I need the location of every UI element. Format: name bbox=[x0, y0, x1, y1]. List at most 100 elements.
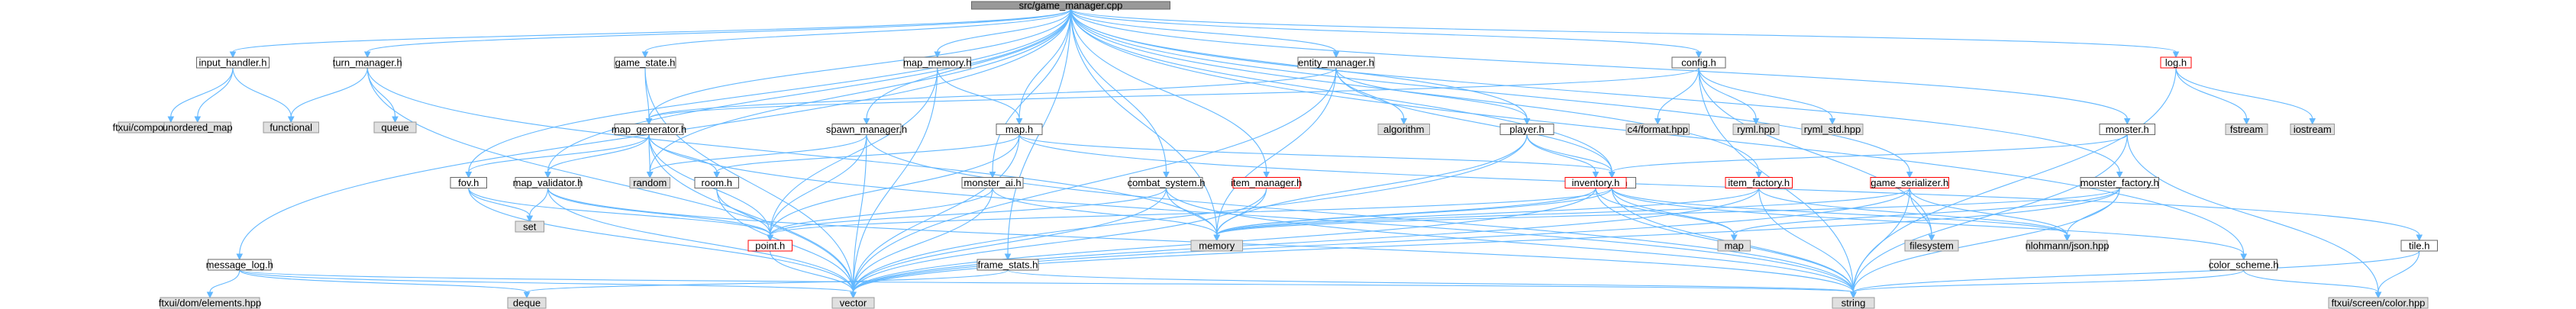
edge-mfac-to-map bbox=[1730, 188, 2120, 242]
node-box bbox=[976, 259, 1039, 271]
edge-mv-to-set bbox=[526, 188, 549, 223]
edge-line bbox=[649, 134, 867, 172]
node-box bbox=[1717, 240, 1751, 252]
node-box bbox=[971, 1, 1170, 10]
node-tm[interactable]: turn_manager.h bbox=[333, 56, 402, 69]
edge-line bbox=[1335, 67, 1528, 119]
arrowhead bbox=[526, 215, 534, 223]
edge-line bbox=[526, 269, 1009, 293]
edge-cfg-to-mg bbox=[645, 67, 1700, 125]
node-umap: unordered_map bbox=[163, 121, 233, 134]
arrowhead bbox=[1592, 172, 1600, 179]
node-monster[interactable]: monster.h bbox=[2099, 124, 2155, 135]
node-label: monster_ai.h bbox=[964, 177, 1021, 188]
edge-line bbox=[239, 269, 1855, 293]
node-box bbox=[2328, 297, 2429, 309]
node-box bbox=[515, 177, 581, 188]
edge-line bbox=[644, 67, 854, 293]
node-tile[interactable]: tile.h bbox=[2400, 240, 2438, 252]
edge-line bbox=[468, 134, 650, 172]
node-gm[interactable]: src/game_manager.cpp bbox=[971, 0, 1170, 11]
node-box bbox=[1377, 124, 1430, 135]
node-box bbox=[1732, 124, 1780, 135]
node-fov[interactable]: fov.h bbox=[450, 177, 487, 188]
edge-line bbox=[770, 188, 1167, 236]
node-label: game_state.h bbox=[615, 57, 676, 69]
edge-line bbox=[1611, 188, 2245, 255]
node-mm[interactable]: map_memory.h bbox=[903, 56, 971, 69]
node-label: vector bbox=[840, 298, 867, 309]
node-player[interactable]: player.h bbox=[1499, 124, 1554, 135]
node-cfg[interactable]: config.h bbox=[1671, 56, 1726, 69]
node-mai[interactable]: monster_ai.h bbox=[961, 177, 1024, 188]
edge-line bbox=[366, 67, 1218, 236]
edge-gm-to-mfac bbox=[1070, 8, 2123, 179]
edge-line bbox=[1007, 269, 1855, 293]
node-box bbox=[450, 177, 487, 188]
edge-line bbox=[1611, 188, 2068, 236]
arrowhead bbox=[1695, 51, 1703, 59]
node-box bbox=[1832, 297, 1875, 309]
edge-line bbox=[1018, 8, 1072, 119]
node-color[interactable]: color_scheme.h bbox=[2209, 259, 2279, 271]
node-room[interactable]: room.h bbox=[694, 177, 739, 188]
edge-gm-to-ih bbox=[229, 8, 1072, 59]
node-box bbox=[629, 177, 670, 188]
node-maph[interactable]: map.h bbox=[996, 124, 1043, 135]
arrowhead bbox=[392, 116, 399, 124]
node-mv[interactable]: map_validator.h bbox=[513, 177, 583, 188]
edge-line bbox=[232, 67, 292, 117]
edge-gm-to-cs bbox=[1070, 8, 1170, 179]
node-box bbox=[831, 124, 902, 135]
node-gs[interactable]: game_state.h bbox=[614, 56, 676, 69]
edge-line bbox=[852, 67, 1337, 293]
node-box bbox=[1232, 177, 1300, 188]
node-mfac[interactable]: monster_factory.h bbox=[2080, 177, 2159, 188]
node-label: monster_factory.h bbox=[2080, 177, 2159, 188]
node-label: monster.h bbox=[2106, 124, 2149, 135]
node-fstats[interactable]: frame_stats.h bbox=[976, 259, 1039, 271]
node-label: algorithm bbox=[1383, 124, 1424, 135]
node-box bbox=[2160, 56, 2192, 69]
node-log[interactable]: log.h bbox=[2160, 56, 2192, 69]
node-msglog[interactable]: message_log.h bbox=[206, 259, 273, 271]
edge-log-to-iostream bbox=[2175, 67, 2316, 125]
node-box bbox=[163, 121, 231, 134]
node-sm[interactable]: spawn_manager.h bbox=[826, 124, 907, 135]
node-box bbox=[334, 56, 402, 69]
node-point[interactable]: point.h bbox=[747, 240, 792, 252]
node-im[interactable]: item_manager.h bbox=[1231, 177, 1302, 188]
arrowhead bbox=[2416, 234, 2423, 242]
node-label: tile.h bbox=[2409, 240, 2429, 252]
node-scolor: ftxui/screen/color.hpp bbox=[2328, 297, 2429, 309]
node-cs[interactable]: combat_system.h bbox=[1128, 177, 1206, 188]
node-box bbox=[831, 297, 875, 309]
node-mg[interactable]: map_generator.h bbox=[612, 124, 686, 135]
node-gser[interactable]: game_serializer.h bbox=[1870, 177, 1949, 188]
node-ifac[interactable]: item_factory.h bbox=[1725, 177, 1793, 188]
node-ih[interactable]: input_handler.h bbox=[196, 56, 270, 69]
edge-line bbox=[1698, 67, 1833, 119]
arrowhead bbox=[523, 291, 531, 299]
node-box bbox=[1904, 240, 1959, 252]
node-em[interactable]: entity_manager.h bbox=[1297, 56, 1375, 69]
node-label: player.h bbox=[1509, 124, 1545, 135]
edge-monster-to-entity bbox=[1608, 134, 2128, 179]
arrowhead bbox=[1400, 118, 1408, 125]
edge-line bbox=[468, 188, 854, 293]
node-label: map_memory.h bbox=[903, 57, 971, 69]
edge-line bbox=[1216, 188, 2120, 236]
edge-line bbox=[468, 188, 771, 236]
edge-line bbox=[770, 250, 854, 293]
arrowhead bbox=[1850, 291, 1857, 299]
node-box bbox=[2099, 124, 2155, 135]
node-box bbox=[208, 259, 272, 271]
node-inv[interactable]: inventory.h bbox=[1564, 177, 1627, 188]
node-layer: src/game_manager.cpp input_handler.h turn_… bbox=[113, 0, 2438, 309]
arrowhead bbox=[934, 51, 941, 59]
arrowhead bbox=[2243, 118, 2250, 125]
edge-line bbox=[1070, 8, 1612, 172]
edge-cfg-to-ryml bbox=[1698, 67, 1760, 125]
edge-line bbox=[1070, 8, 1218, 236]
edge-line bbox=[852, 188, 1267, 293]
